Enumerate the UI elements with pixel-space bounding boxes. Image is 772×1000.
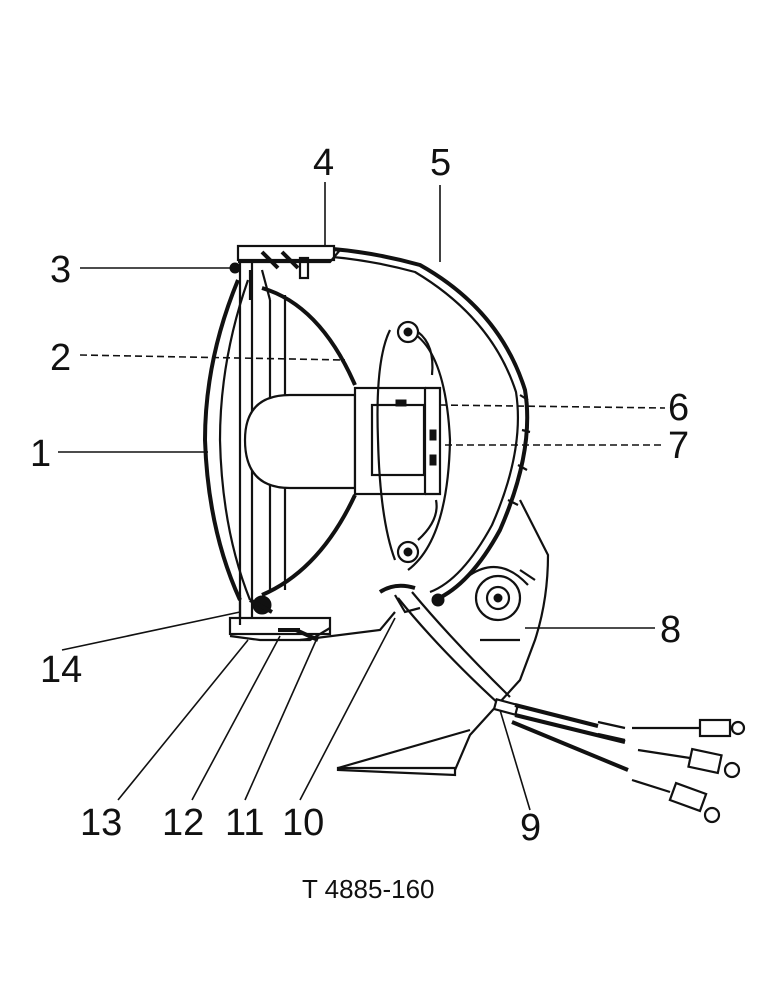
callout-6: 6	[668, 387, 689, 429]
bulb	[243, 393, 357, 490]
callout-5: 5	[430, 142, 451, 184]
callout-11: 11	[225, 802, 264, 844]
callout-13: 13	[80, 802, 122, 844]
cable-grommet	[378, 583, 445, 614]
callout-4: 4	[313, 142, 334, 184]
rim-clamp-top	[229, 244, 341, 301]
callout-labels: 1 2 3 4 5 6 7 8 9 10 11 12 13 14	[30, 142, 689, 849]
mounting-bracket	[336, 499, 550, 777]
rim-clamp-bottom	[228, 595, 396, 642]
callout-14: 14	[40, 649, 82, 691]
callout-7: 7	[668, 425, 689, 467]
callout-12: 12	[162, 802, 204, 844]
callout-8: 8	[660, 609, 681, 651]
callout-1: 1	[30, 433, 51, 475]
callout-2: 2	[50, 337, 71, 379]
figure-reference: T 4885-160	[302, 874, 435, 904]
lamp-housing-shell	[239, 245, 531, 602]
wiring-harness	[397, 591, 746, 824]
callout-3: 3	[50, 249, 71, 291]
callout-9: 9	[520, 807, 541, 849]
leader-lines	[58, 182, 666, 811]
callout-10: 10	[282, 802, 324, 844]
bulb-holder	[353, 320, 452, 571]
